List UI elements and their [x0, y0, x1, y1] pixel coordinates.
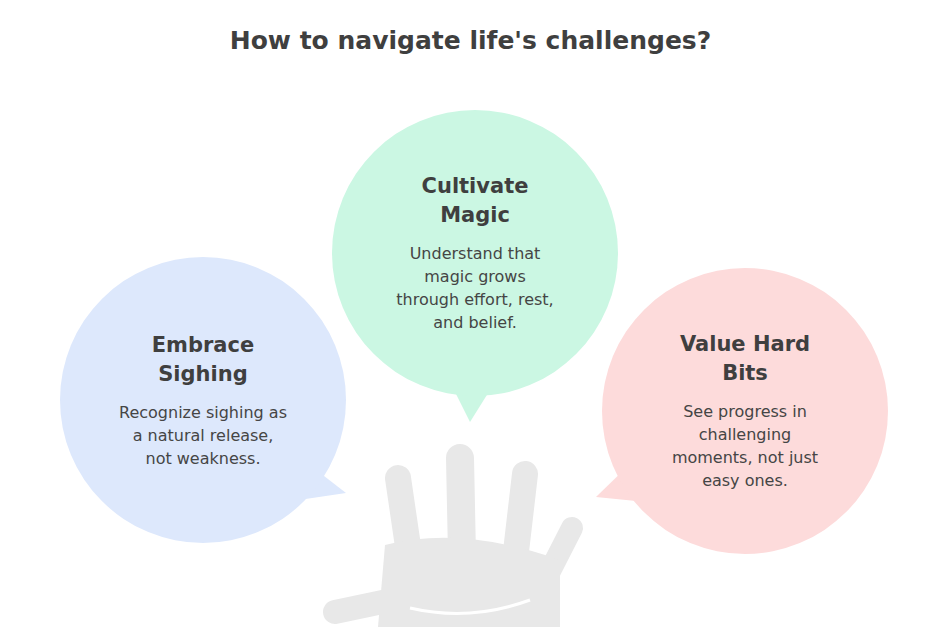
- diagram-title: How to navigate life's challenges?: [0, 26, 941, 55]
- speech-bubble: Embrace SighingRecognize sighing as a na…: [60, 257, 346, 543]
- hand-palm: [378, 538, 560, 627]
- bubble-text: Understand that magic grows through effo…: [391, 242, 559, 334]
- bubble-circle: [602, 268, 888, 554]
- speech-bubble: Cultivate MagicUnderstand that magic gro…: [332, 110, 618, 396]
- palm-line: [410, 600, 530, 613]
- bubble-circle: [332, 110, 618, 396]
- bubble-text: See progress in challenging moments, not…: [661, 400, 829, 492]
- bubble-heading: Cultivate Magic: [395, 172, 555, 230]
- bubble-heading: Embrace Sighing: [123, 331, 283, 389]
- bubble-text: Recognize sighing as a natural release, …: [119, 401, 287, 470]
- speech-bubble: Value Hard BitsSee progress in challengi…: [602, 268, 888, 554]
- bubble-heading: Value Hard Bits: [665, 330, 825, 388]
- bubble-shape: [60, 257, 346, 543]
- bubble-circle: [60, 257, 346, 543]
